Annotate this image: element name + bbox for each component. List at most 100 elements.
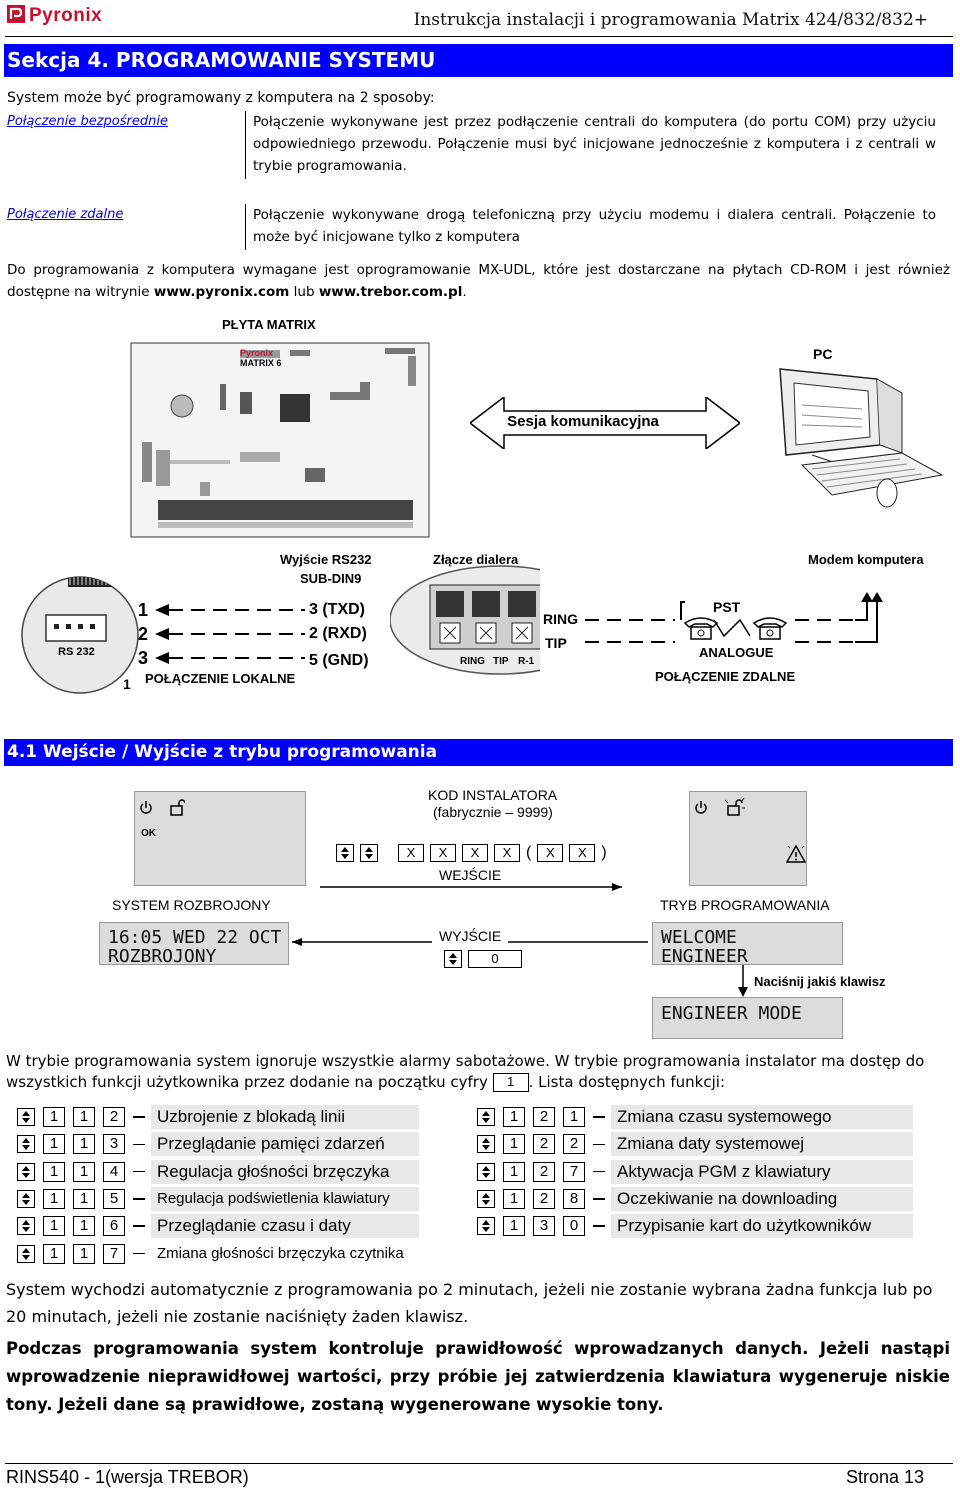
function-digit-key: 1	[73, 1243, 95, 1264]
installer-code-title: KOD INSTALATORA	[428, 787, 558, 803]
telephone-icon	[683, 617, 719, 640]
scroll-key-icon	[17, 1162, 35, 1181]
function-digit-key: 1	[503, 1134, 525, 1155]
function-label: Regulacja głośności brzęczyka	[151, 1159, 419, 1184]
pc-computer-icon	[779, 368, 944, 508]
function-digit-key: 1	[73, 1107, 95, 1127]
function-digit-key: 8	[563, 1188, 585, 1209]
pin-one-label: 1	[123, 676, 131, 692]
function-digit-key: 2	[103, 1107, 125, 1127]
lcd-line: WELCOME	[661, 927, 737, 948]
subsection-title-bar: 4.1 Wejście / Wyjście z trybu programowa…	[4, 739, 953, 766]
matrix-board-image	[130, 342, 430, 538]
power-icon	[140, 801, 152, 814]
function-digit-key: 1	[73, 1161, 95, 1182]
function-digit-key: 1	[43, 1161, 65, 1182]
pin-number: 3	[138, 648, 149, 668]
armed-label: SYSTEM ROZBROJONY	[112, 897, 271, 913]
function-digit-key: 7	[563, 1161, 585, 1182]
function-digit-key: 1	[43, 1107, 65, 1127]
function-label: Przeglądanie czasu i daty	[151, 1214, 419, 1239]
function-digit-key: 2	[533, 1188, 555, 1209]
software-text: lub	[289, 284, 319, 300]
document-title: Instrukcja instalacji i programowania Ma…	[413, 10, 928, 30]
keypad-lcd-programming	[689, 791, 807, 886]
code-digit-key: X	[398, 844, 424, 862]
function-digit-key: 1	[503, 1107, 525, 1127]
function-digit-key: 2	[533, 1161, 555, 1182]
optional-paren: (	[526, 844, 532, 861]
footer-divider	[5, 1463, 953, 1464]
scroll-key-icon	[17, 1135, 35, 1154]
board-brand: Pyronix	[240, 348, 274, 358]
exit-arrow	[292, 938, 648, 946]
code-digit-key: X	[430, 844, 456, 862]
local-wires	[155, 604, 305, 664]
scroll-key-icon	[477, 1189, 495, 1208]
function-digit-key: 3	[533, 1216, 555, 1237]
scroll-key-icon	[477, 1108, 495, 1126]
lcd-engineer-mode: ENGINEER MODE	[652, 997, 843, 1039]
function-label: Przypisanie kart do użytkowników	[611, 1214, 913, 1239]
board-model: MATRIX 6	[240, 358, 282, 368]
remote-wires	[585, 592, 883, 643]
header-divider	[5, 36, 953, 37]
lcd-line: 16:05 WED 22 OCT	[108, 927, 282, 948]
dash-separator	[593, 1225, 605, 1227]
function-digit-key: 1	[43, 1188, 65, 1209]
function-digit-key: 1	[43, 1243, 65, 1264]
warning-triangle-icon	[786, 844, 806, 863]
function-label: Oczekiwanie na downloading	[611, 1186, 913, 1211]
ok-indicator: OK	[141, 828, 156, 839]
site-link-trebor[interactable]: www.trebor.com.pl	[318, 284, 463, 300]
scroll-key-icon	[17, 1189, 35, 1208]
software-paragraph: Do programowania z komputera wymagane je…	[7, 259, 950, 303]
pin-number: 1	[138, 600, 149, 620]
board-label: PŁYTA MATRIX	[222, 317, 316, 332]
code-digit-key: X	[569, 844, 596, 862]
footer-doc-id: RINS540 - 1(wersja TREBOR)	[6, 1467, 249, 1487]
code-digit-key: X	[494, 844, 520, 862]
power-icon	[695, 801, 707, 814]
pc-label: PC	[813, 346, 833, 362]
function-digit-key: 3	[103, 1134, 125, 1155]
rs232-out-label: Wyjście RS232	[280, 552, 372, 567]
function-digit-key: 1	[503, 1188, 525, 1209]
dash-separator	[593, 1143, 605, 1146]
scroll-key-icon	[17, 1244, 35, 1263]
installer-code-default: (fabrycznie – 9999)	[433, 804, 553, 820]
dash-separator	[133, 1116, 145, 1118]
function-digit-key: 1	[503, 1161, 525, 1182]
exit-keys: 0	[444, 950, 522, 968]
function-label: Zmiana czasu systemowego	[611, 1105, 913, 1129]
scroll-key-icon	[477, 1217, 495, 1236]
method-link-direct[interactable]: Połączenie bezpośrednie	[7, 114, 168, 129]
function-digit-key: 2	[533, 1107, 555, 1127]
lcd-line: ENGINEER MODE	[661, 1003, 802, 1024]
pin-number: 2	[138, 624, 149, 644]
remote-connection-label: POŁĄCZENIE ZDALNE	[655, 669, 796, 684]
pyronix-logo-icon	[7, 5, 25, 23]
line-zigzag-icon	[714, 618, 750, 638]
lcd-armed: 16:05 WED 22 OCT ROZBROJONY	[99, 922, 289, 966]
site-link-pyronix[interactable]: www.pyronix.com	[153, 284, 290, 300]
method-link-remote[interactable]: Połączenie zdalne	[7, 207, 124, 222]
modem-label: Modem komputera	[808, 552, 924, 567]
lcd-line: ENGINEER	[661, 946, 748, 967]
unlocked-padlock-icon	[170, 799, 185, 816]
brand-name: Pyronix	[29, 5, 103, 26]
function-digit-key: 1	[43, 1134, 65, 1155]
enter-label: WEJŚCIE	[439, 867, 502, 883]
